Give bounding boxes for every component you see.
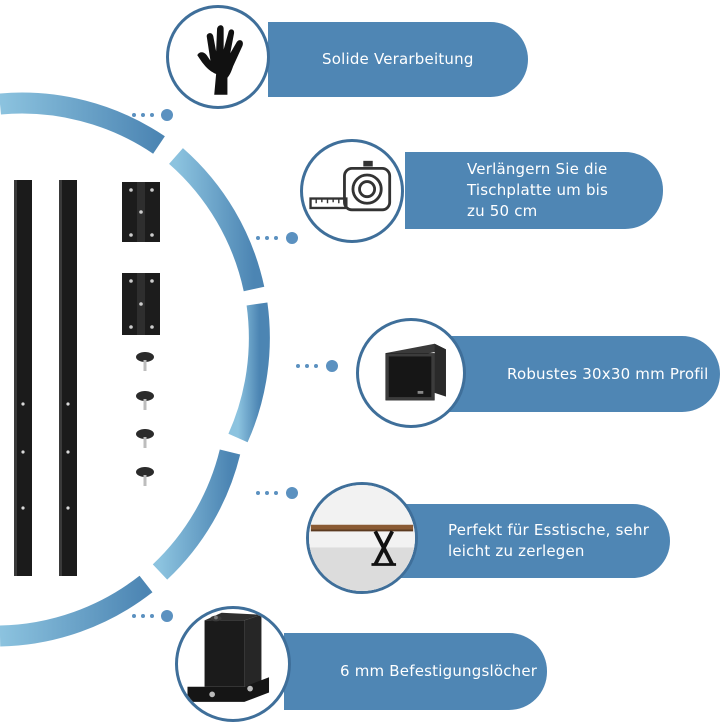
feature-holes-label: 6 mm Befestigungslöcher (284, 633, 547, 710)
rail-right (59, 180, 77, 576)
hand-gesture-icon (197, 25, 243, 95)
feature-dining-line-1: Perfekt für Esstische, sehr (448, 521, 650, 539)
feature-holes-circle (175, 606, 291, 722)
screw-3 (136, 429, 154, 448)
feature-profile-text: Robustes 30x30 mm Profil (507, 364, 709, 383)
mounting-bracket-icon (187, 612, 270, 702)
feature-solid-circle (166, 5, 270, 109)
feature-profile-label: Robustes 30x30 mm Profil (444, 336, 720, 412)
screw-1 (136, 352, 154, 371)
screw-4 (136, 467, 154, 486)
connector-dots (132, 109, 338, 622)
feature-dining-circle (306, 482, 418, 594)
feature-dining-line-2: leicht zu zerlegen (448, 542, 585, 560)
feature-holes-text: 6 mm Befestigungslöcher (340, 662, 538, 680)
feature-solid-text: Solide Verarbeitung (322, 50, 474, 68)
background-arc-ring (0, 92, 270, 647)
rail-left (14, 180, 32, 576)
screw-2 (136, 391, 154, 410)
feature-extend-line-3: zu 50 cm (467, 202, 538, 220)
feature-dining-label: Perfekt für Esstische, sehr leicht zu ze… (396, 504, 670, 578)
bracket-plate-top (122, 182, 160, 242)
feature-extend-label: Verlängern Sie die Tischplatte um bis zu… (405, 152, 663, 229)
feature-extend-line-2: Tischplatte um bis (467, 181, 609, 199)
tape-measure-icon (309, 160, 392, 212)
feature-extend-line-1: Verlängern Sie die (467, 160, 608, 178)
square-profile-icon (385, 343, 446, 401)
feature-solid-label: Solide Verarbeitung (268, 22, 528, 97)
bracket-plate-bottom (122, 273, 160, 335)
feature-profile-circle (356, 318, 466, 428)
feature-extend-circle (300, 139, 404, 243)
dining-table-photo-icon (309, 485, 415, 591)
